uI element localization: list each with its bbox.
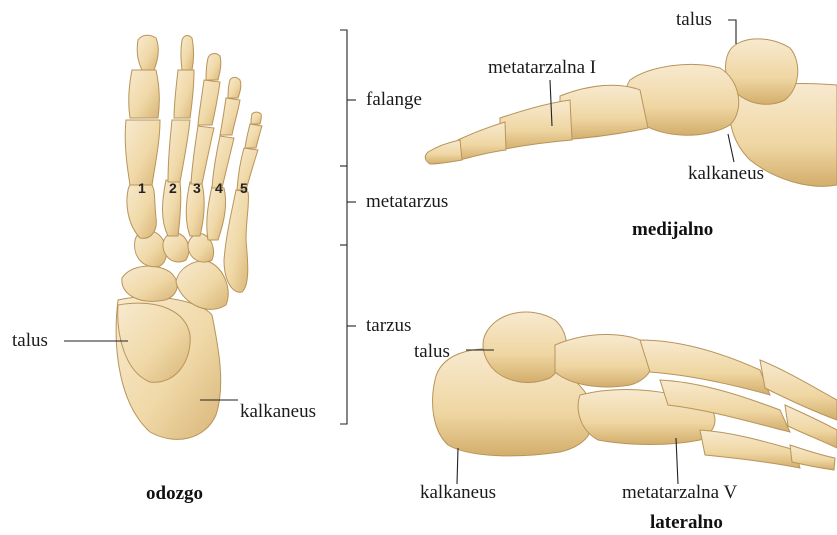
talus-lateral bbox=[483, 312, 566, 382]
label-kalkaneus-medial: kalkaneus bbox=[688, 164, 764, 183]
caption-medijalno: medijalno bbox=[632, 220, 713, 239]
label-kalkaneus-lateral: kalkaneus bbox=[420, 483, 496, 502]
label-falange: falange bbox=[366, 90, 422, 109]
label-metatarzalna-I: metatarzalna I bbox=[488, 58, 596, 77]
label-talus-medial: talus bbox=[676, 10, 712, 29]
caption-lateralno: lateralno bbox=[650, 513, 723, 532]
foot-top-view bbox=[116, 35, 262, 439]
toe-number-2: 2 bbox=[169, 181, 177, 195]
label-talus-lateral: talus bbox=[414, 342, 450, 361]
toe-number-3: 3 bbox=[193, 181, 201, 195]
label-metatarzalna-V: metatarzalna V bbox=[622, 483, 737, 502]
toe-number-1: 1 bbox=[138, 181, 146, 195]
label-tarzus: tarzus bbox=[366, 316, 411, 335]
toe-number-4: 4 bbox=[215, 181, 223, 195]
label-talus-top: talus bbox=[12, 331, 48, 350]
foot-lateral-view bbox=[433, 312, 837, 470]
label-metatarzus: metatarzus bbox=[366, 192, 448, 211]
toe-number-5: 5 bbox=[240, 181, 248, 195]
label-kalkaneus-top: kalkaneus bbox=[240, 402, 316, 421]
foot-medial-view bbox=[425, 39, 837, 186]
region-bracket bbox=[340, 30, 347, 424]
caption-odozgo: odozgo bbox=[146, 484, 203, 503]
